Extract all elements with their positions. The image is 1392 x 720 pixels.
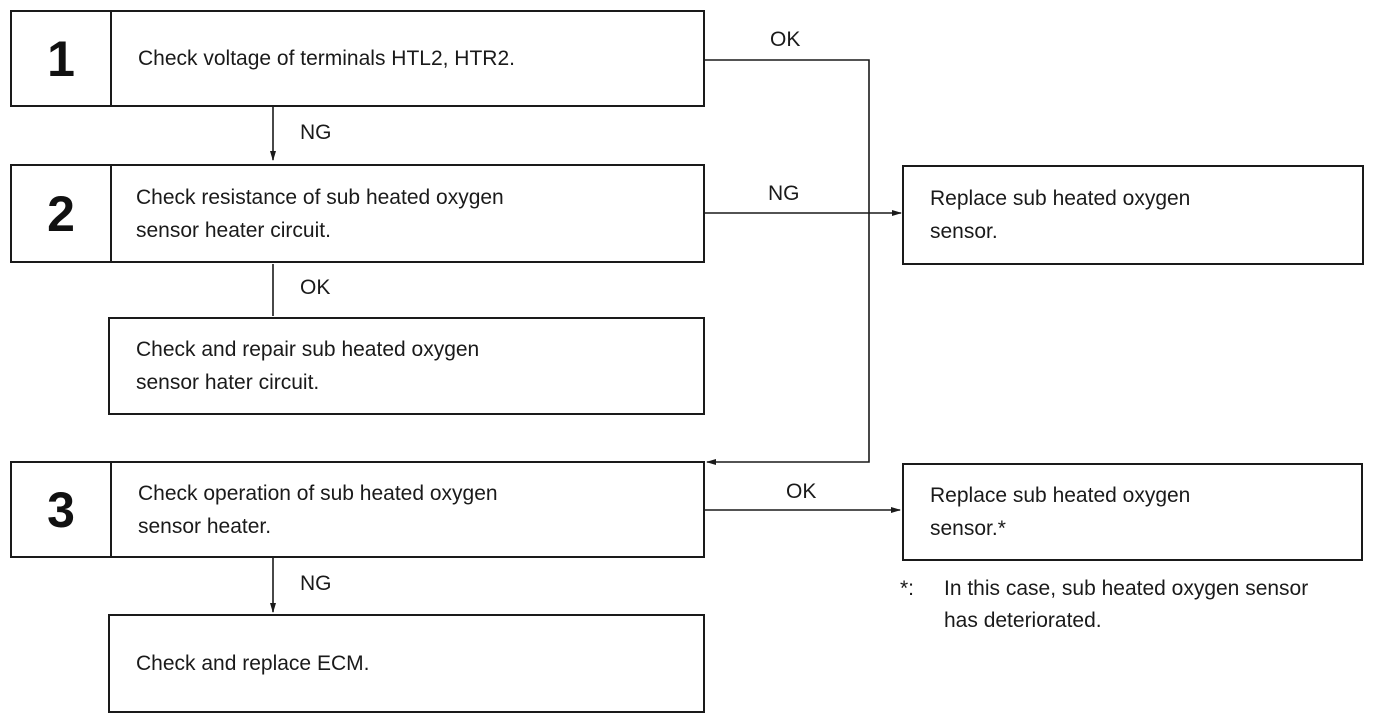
step-3-number: 3 bbox=[12, 463, 112, 556]
repair-circuit-text: Check and repair sub heated oxygen senso… bbox=[136, 338, 480, 394]
edge-s1-ng-label: NG bbox=[300, 121, 332, 144]
replace-sensor-box: Replace sub heated oxygen sensor. bbox=[902, 165, 1364, 265]
edge-s2-ng-label: NG bbox=[768, 182, 800, 205]
edge-s3-ng-label: NG bbox=[300, 572, 332, 595]
replace-sensor-star-text: Replace sub heated oxygen sensor.* bbox=[930, 484, 1191, 540]
step-2-number: 2 bbox=[12, 166, 112, 261]
edge-s1-ok-label: OK bbox=[770, 28, 801, 51]
step-2-text: Check resistance of sub heated oxygen se… bbox=[136, 185, 504, 242]
step-2-box: 2 Check resistance of sub heated oxygen … bbox=[10, 164, 705, 263]
replace-sensor-star-box: Replace sub heated oxygen sensor.* bbox=[902, 463, 1363, 561]
step-3-box: 3 Check operation of sub heated oxygen s… bbox=[10, 461, 705, 558]
footnote-line-1: In this case, sub heated oxygen sensor bbox=[944, 577, 1309, 600]
edge-s3-ok-label: OK bbox=[786, 480, 817, 503]
step-1-number: 1 bbox=[12, 12, 112, 105]
step-1-text: Check voltage of terminals HTL2, HTR2. bbox=[138, 47, 515, 70]
replace-ecm-box: Check and replace ECM. bbox=[108, 614, 705, 713]
repair-circuit-box: Check and repair sub heated oxygen senso… bbox=[108, 317, 705, 415]
footnote-line-2: has deteriorated. bbox=[944, 609, 1102, 632]
replace-sensor-text: Replace sub heated oxygen sensor. bbox=[930, 187, 1191, 243]
footnote-marker: *: bbox=[900, 577, 915, 600]
step-1-box: 1 Check voltage of terminals HTL2, HTR2. bbox=[10, 10, 705, 107]
edge-s2-ok-label: OK bbox=[300, 276, 331, 299]
edge-s1-ok-line bbox=[705, 59, 870, 465]
step-3-text: Check operation of sub heated oxygen sen… bbox=[138, 481, 498, 538]
replace-ecm-text: Check and replace ECM. bbox=[136, 652, 370, 675]
